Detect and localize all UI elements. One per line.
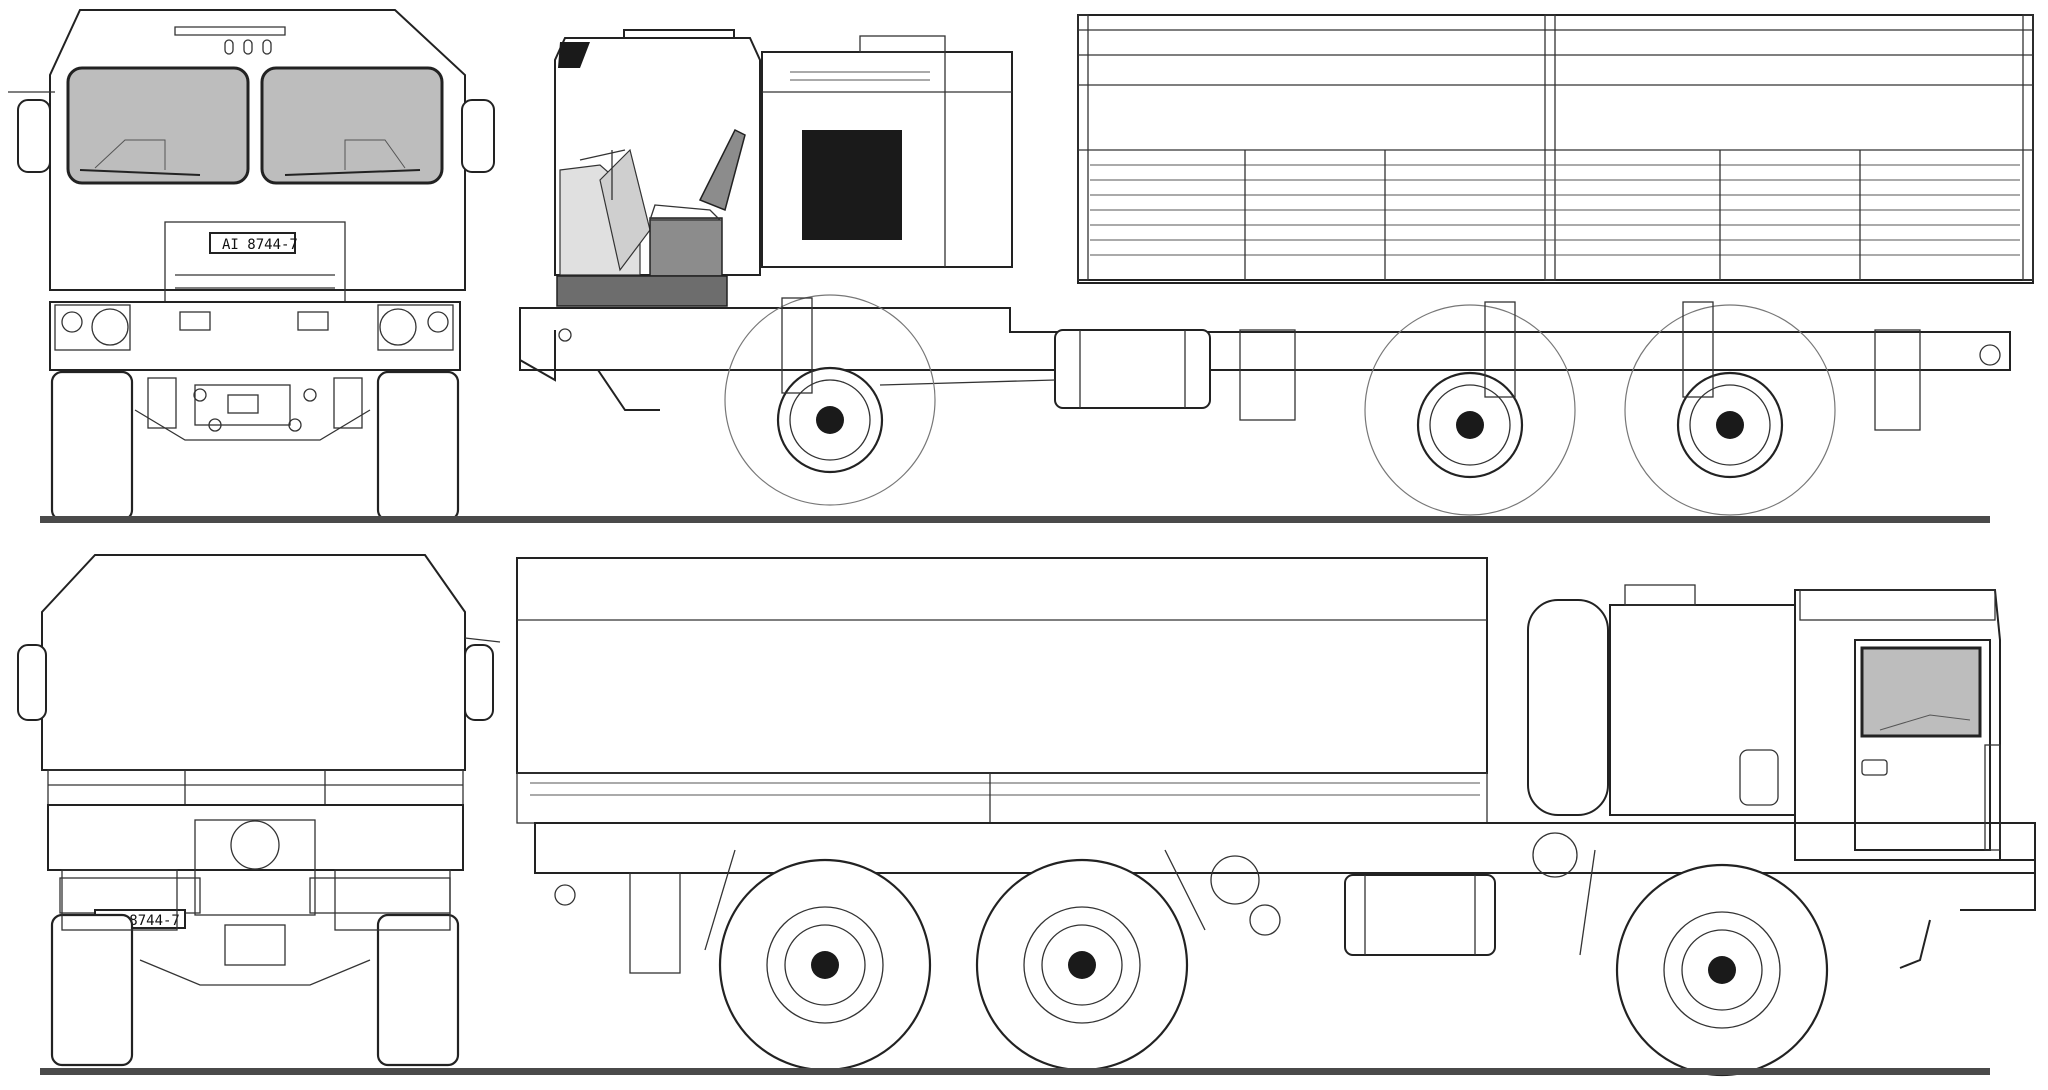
rear-view: AI 8744-7 <box>17 554 501 1067</box>
wheel-rear-side1 <box>1624 301 1836 516</box>
front-view: AI 8744-7 <box>8 9 495 522</box>
side-view-cutaway <box>519 14 2034 516</box>
side-view-covered <box>516 557 2036 1077</box>
engine-radiator-panel <box>802 130 902 240</box>
cargo-rack <box>1077 14 2034 284</box>
wheel-front-side2 <box>1615 863 1829 1077</box>
ground-line-top <box>40 516 1990 523</box>
cab-side-window <box>1860 646 1982 738</box>
canvas-cover <box>516 557 1488 774</box>
spare-tire <box>1527 599 1609 816</box>
wheel-rear1-side2 <box>718 858 932 1072</box>
wheel-mid-side1 <box>1364 301 1576 516</box>
front-windshield <box>66 66 444 185</box>
wheel-front-side1 <box>724 294 936 506</box>
front-license-plate: AI 8744-7 <box>222 237 298 253</box>
wheel-rear2-side2 <box>975 858 1189 1072</box>
ground-line-bottom <box>40 1068 1990 1075</box>
